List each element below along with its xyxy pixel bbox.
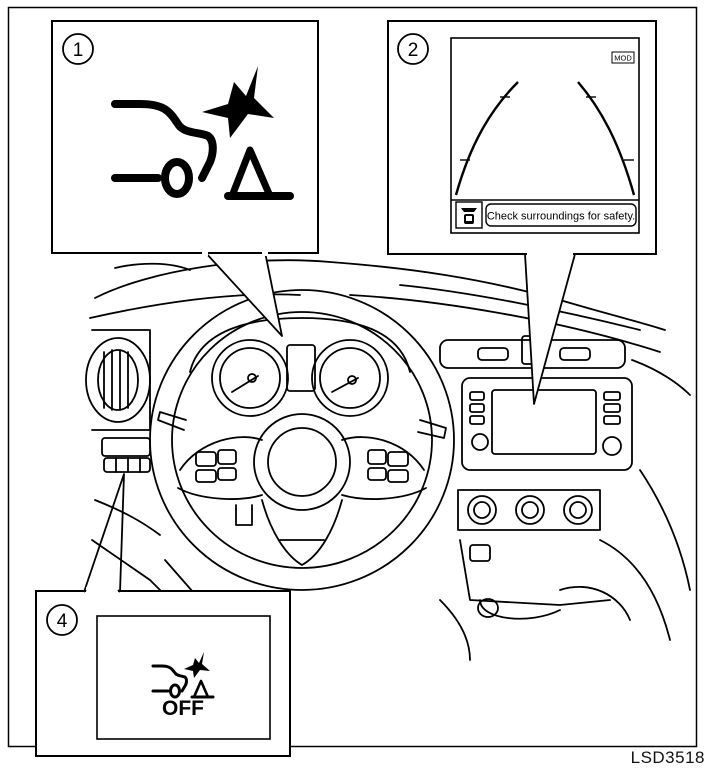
callout-number-2: 2	[408, 40, 419, 61]
callout-number-1: 1	[73, 40, 84, 61]
figure-code: LSD3518	[631, 748, 705, 768]
callout-1-panel: 1	[52, 21, 318, 336]
mode-badge-text: MOD	[614, 54, 632, 63]
safety-message-text: Check surroundings for safety.	[487, 211, 635, 223]
callout-number-4: 4	[57, 611, 68, 632]
rear-view-monitor: MOD Check surroundings for safety.	[451, 38, 639, 233]
off-label: OFF	[162, 697, 204, 720]
